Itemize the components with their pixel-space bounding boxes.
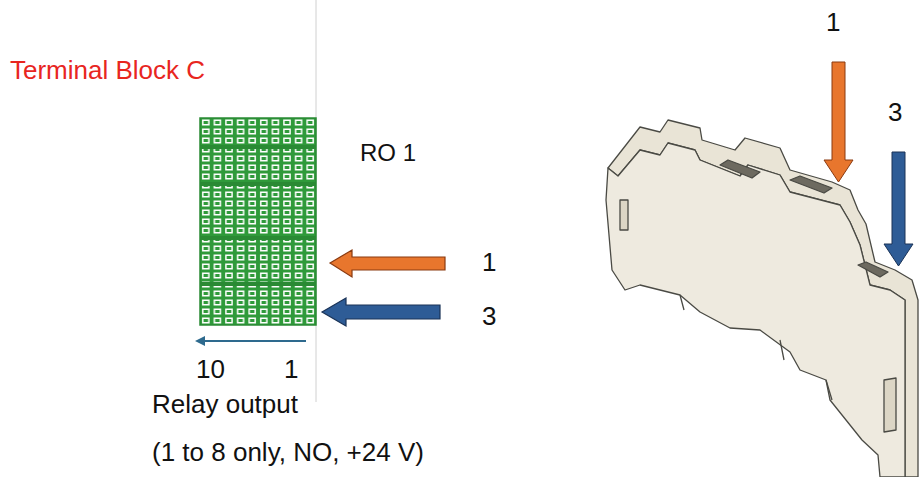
note-text: Relay output (152, 390, 298, 419)
orange-arrow (824, 62, 853, 182)
terminal-number: 1 (284, 355, 298, 384)
callout-number: 1 (826, 8, 840, 37)
block-label: RO 1 (360, 140, 416, 166)
block-title: Terminal Block C (10, 56, 205, 85)
terminal-block (200, 118, 316, 325)
callout-number: 3 (888, 98, 902, 127)
note-text: (1 to 8 only, NO, +24 V) (152, 438, 424, 467)
terminal-block-illustration (606, 120, 918, 477)
orange-arrow (330, 250, 445, 277)
direction-arrow (202, 340, 306, 342)
terminal-number: 10 (196, 355, 225, 384)
blue-arrow (884, 152, 913, 266)
callout-number: 3 (482, 302, 496, 331)
blue-arrow (322, 298, 440, 326)
callout-number: 1 (482, 248, 496, 277)
